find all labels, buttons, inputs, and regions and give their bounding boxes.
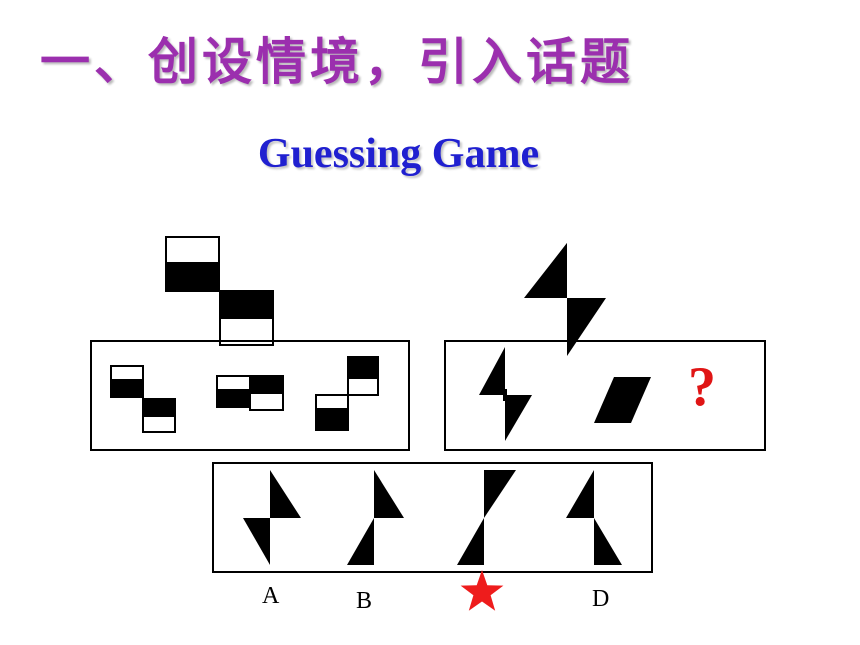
- right-item-parallelogram: [594, 377, 651, 423]
- right-item-bolt: [479, 347, 532, 441]
- option-a-shape: [243, 470, 301, 565]
- left-item-1: [110, 365, 176, 433]
- options-box: [212, 462, 653, 573]
- option-b-shape: [347, 470, 404, 565]
- option-c-shape: [457, 470, 516, 565]
- option-b-label: B: [356, 588, 373, 614]
- example-figure-squares: [165, 236, 274, 346]
- option-d-label: D: [592, 586, 610, 612]
- slide-heading: 一、创设情境，引入话题: [40, 32, 634, 91]
- slide-subtitle: Guessing Game: [257, 131, 540, 177]
- left-item-3: [315, 356, 379, 431]
- sequence-box-right: [444, 340, 766, 451]
- left-item-2: [216, 375, 284, 411]
- option-d-shape: [566, 470, 622, 565]
- star-icon: [460, 570, 504, 611]
- question-mark: ?: [688, 356, 716, 418]
- option-a-label: A: [262, 583, 280, 609]
- sequence-box-left: [90, 340, 410, 451]
